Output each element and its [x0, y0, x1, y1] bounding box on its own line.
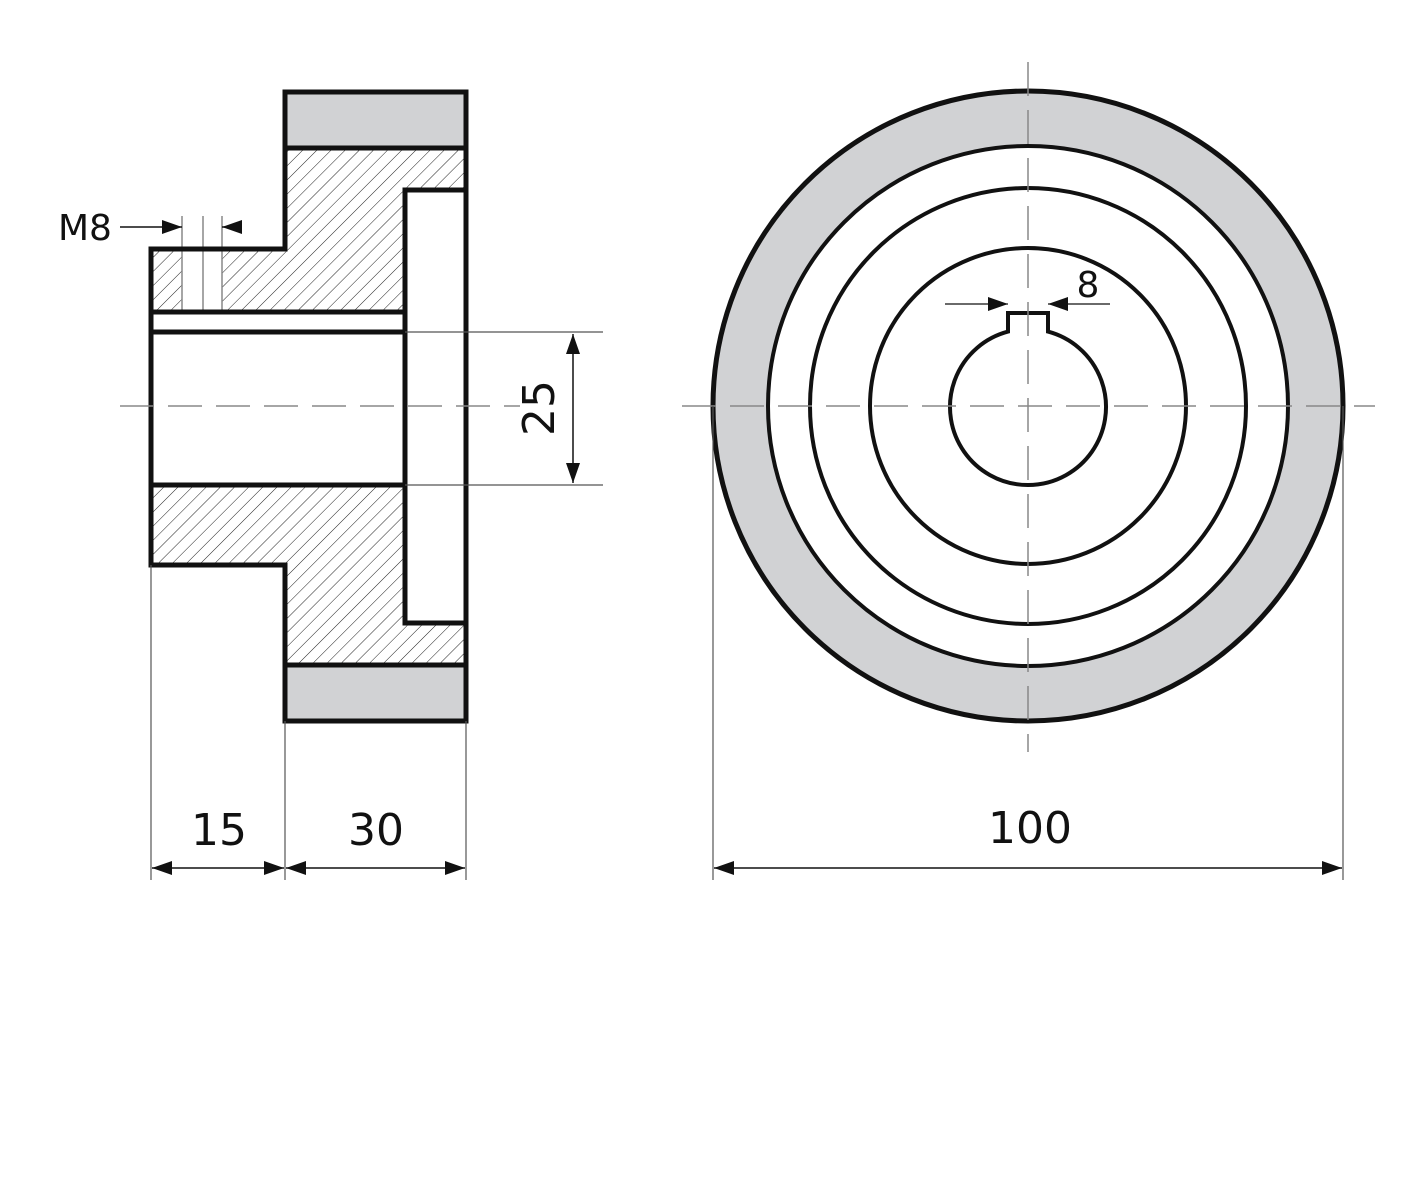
front-view: 8 100	[682, 62, 1375, 880]
gear-rim-bottom	[282, 662, 469, 724]
hatch-upper	[151, 148, 466, 312]
gear-rim-top	[282, 89, 469, 151]
hatch-lower	[151, 485, 466, 665]
section-view: M8 25 15 30	[58, 89, 603, 880]
thread-label: M8	[58, 208, 112, 249]
hub-length-label: 15	[191, 805, 247, 856]
keyway-slot	[148, 309, 408, 335]
gear-width-label: 30	[348, 805, 404, 856]
outer-diameter-label: 100	[988, 803, 1072, 854]
key-width-label: 8	[1077, 265, 1100, 306]
threaded-hole	[182, 251, 222, 311]
bore	[148, 329, 408, 488]
bore-diameter-label: 25	[514, 380, 565, 436]
